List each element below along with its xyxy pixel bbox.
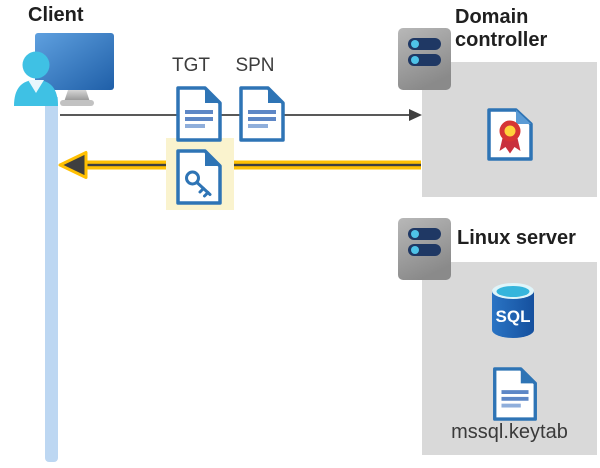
spn-ticket-icon [239,86,285,142]
tgt-ticket-icon [176,86,222,142]
keytab-file-label: mssql.keytab [451,421,568,443]
keytab-document-icon [493,367,537,421]
client-lifeline-bar [45,97,58,462]
sql-icon-text: SQL [496,307,531,326]
domain-controller-server-icon [398,28,451,90]
linux-server-icon [398,218,451,280]
arrow-left-response [58,151,421,179]
sql-database-icon: SQL [492,283,534,338]
monitor-icon [35,33,114,106]
arrow-right-request [60,109,422,121]
spn-label: SPN [235,55,275,76]
key-icon [185,170,212,198]
client-title: Client [28,4,84,26]
linux-server-title: Linux server [457,227,576,249]
key-ticket-icon [176,149,222,205]
domain-controller-title: Domain controller [455,6,548,51]
client-computer-user-icon [14,33,114,106]
tgt-label: TGT [172,55,210,76]
user-icon [14,51,58,106]
certificate-icon [487,108,533,161]
